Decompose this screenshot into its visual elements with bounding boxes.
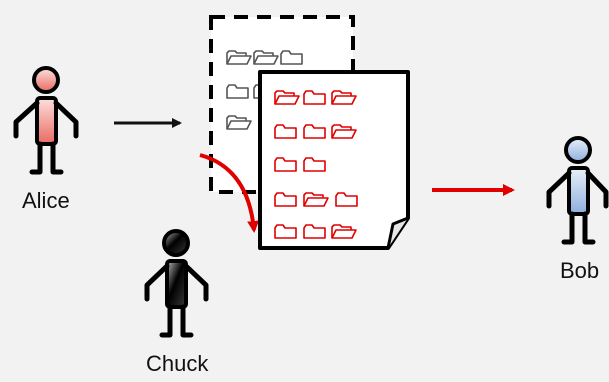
intercept-arrow <box>199 153 260 233</box>
alice-figure <box>13 66 79 175</box>
chuck-figure <box>144 229 209 338</box>
modified-document <box>258 70 410 250</box>
chuck-label: Chuck <box>146 351 209 376</box>
bob-label: Bob <box>560 258 599 283</box>
alice-label: Alice <box>22 188 70 213</box>
bob-figure <box>546 136 609 245</box>
